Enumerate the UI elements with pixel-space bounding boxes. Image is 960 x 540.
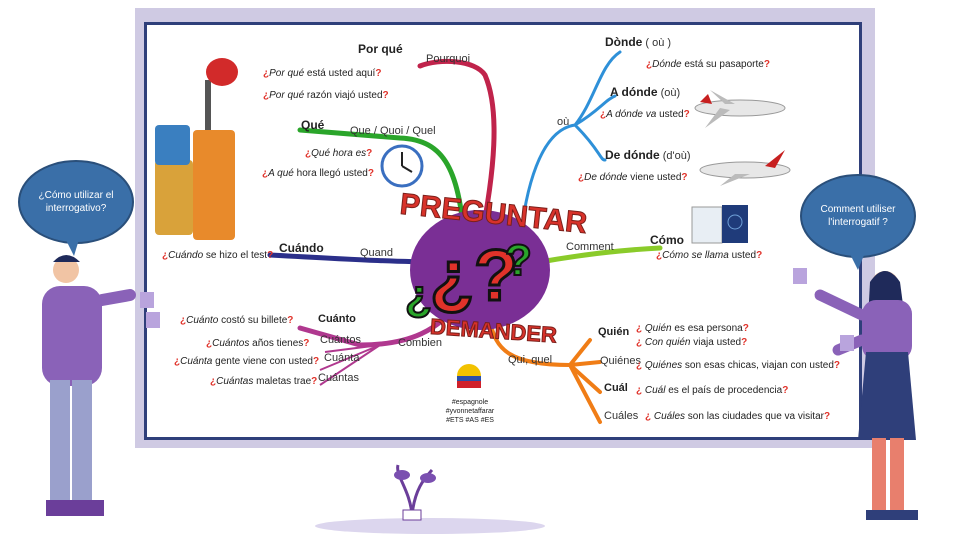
branch-quien — [488, 318, 602, 424]
speech-bubble-left: ¿Cómo utilizar el interrogativo? — [18, 160, 134, 244]
example-cuanto-2: ¿Cuántos años tienes? — [206, 338, 310, 349]
label-cual: Cuál — [604, 382, 628, 394]
example-que-1: ¿Qué hora es? — [305, 148, 373, 159]
airplane-2 — [699, 150, 791, 186]
label-qui-quel: Qui, quel — [508, 354, 553, 366]
woman-figure — [793, 268, 918, 520]
label-de-donde: De dónde (d'où) — [605, 148, 691, 162]
label-que-fr: Que / Quoi / Quel — [350, 125, 436, 137]
example-como-1: ¿Cómo se llama usted? — [656, 250, 763, 261]
label-cuantas: Cuántas — [318, 372, 359, 384]
label-cuantos: Cuántos — [320, 334, 361, 346]
example-cuanto-3: ¿Cuánta gente viene con usted? — [174, 356, 320, 367]
branch-como — [537, 245, 663, 265]
example-donde-2: ¿A dónde va usted? — [600, 109, 690, 120]
svg-text:?: ? — [505, 236, 532, 285]
example-quien-1: ¿ Quién es esa persona? — [636, 323, 749, 334]
clock-illustration — [380, 144, 424, 188]
label-quand: Quand — [360, 247, 394, 259]
example-quien-4: ¿ Cuál es el país de procedencia? — [636, 385, 789, 396]
svg-text:¿: ¿ — [405, 271, 432, 320]
branch-donde — [518, 50, 622, 247]
credits: #espagnole #yvonnetaffarar #ETS #AS #ES — [445, 399, 495, 424]
example-que-2: ¿A qué hora llegó usted? — [262, 168, 374, 179]
example-cuanto-1: ¿Cuánto costó su billete? — [180, 315, 294, 326]
speech-tail-right — [848, 250, 866, 270]
example-quien-3: ¿ Quiénes son esas chicas, viajan con us… — [636, 360, 841, 371]
label-pourquoi: Pourquoi — [426, 53, 471, 65]
svg-text:¿?: ¿? — [430, 236, 518, 316]
label-porque: Por qué — [358, 42, 403, 56]
label-ou: où — [557, 116, 570, 128]
label-cuanta: Cuánta — [324, 352, 360, 364]
label-a-donde: A dónde (où) — [610, 85, 681, 99]
label-quienes: Quiénes — [600, 355, 641, 367]
label-cuales: Cuáles — [604, 410, 639, 422]
example-donde-1: ¿Dónde está su pasaporte? — [646, 59, 770, 70]
man-figure — [42, 255, 160, 516]
example-porque-1: ¿Por qué está usted aquí? — [263, 68, 382, 79]
label-cuanto: Cuánto — [318, 313, 356, 325]
example-donde-3: ¿De dónde viene usted? — [578, 172, 688, 183]
label-cuando: Cuándo — [279, 241, 324, 255]
example-cuanto-4: ¿Cuántas maletas trae? — [210, 376, 318, 387]
luggage-illustration — [155, 58, 238, 240]
label-comment: Comment — [566, 241, 614, 253]
label-que: Qué — [301, 118, 325, 132]
example-cuando-1: ¿Cuándo se hizo el test? — [162, 250, 274, 261]
example-quien-2: ¿ Con quién viaja usted? — [636, 337, 748, 348]
speech-bubble-right: Comment utiliser l'interrogatif ? — [800, 174, 916, 258]
speech-tail-left — [64, 236, 80, 256]
label-como: Cómo — [650, 233, 684, 247]
plant-decoration — [315, 464, 545, 534]
label-combien: Combien — [398, 337, 443, 349]
branch-porque — [417, 58, 497, 248]
label-donde: Dònde ( où ) — [605, 35, 672, 49]
center-question-art: ¿? ? ¿ — [404, 210, 550, 330]
label-quien: Quién — [598, 326, 630, 338]
center-title-bottom: DEMANDER — [429, 314, 558, 348]
example-quien-5: ¿ Cuáles son las ciudades que va visitar… — [645, 411, 831, 422]
flag-badge — [457, 364, 481, 388]
passport-illustration — [691, 205, 748, 244]
example-porque-2: ¿Por qué razón viajó usted? — [263, 90, 389, 101]
airplane-1 — [694, 90, 786, 128]
